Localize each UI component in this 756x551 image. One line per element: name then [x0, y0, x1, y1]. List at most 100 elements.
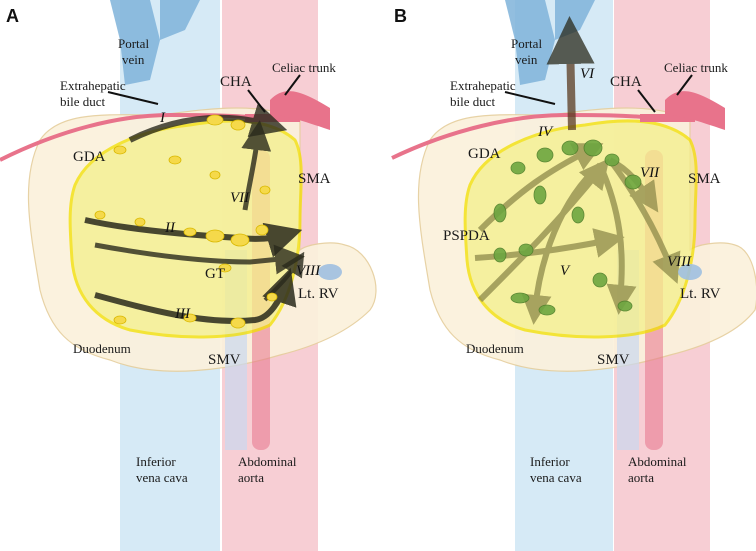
label-portal-vein-b-line1: Portal — [511, 36, 542, 51]
roman-vi-b: VI — [580, 66, 595, 82]
lymph-node — [183, 227, 197, 237]
lymph-nodes-b — [493, 139, 642, 316]
lymph-node — [255, 224, 269, 236]
portal-vein-a — [110, 0, 160, 85]
label-bile-duct-b-line1: Extrahepatic — [450, 78, 516, 93]
lymph-node — [134, 217, 146, 227]
lymph-node — [259, 185, 271, 195]
arrow-route-v-b — [474, 228, 625, 261]
lymph-node — [617, 300, 633, 312]
label-portal-vein-b-line2: vein — [515, 52, 538, 67]
lymph-node — [218, 263, 232, 273]
label-aorta-b-line2: aorta — [628, 470, 654, 485]
label-aorta-line1: Abdominal — [238, 454, 297, 469]
celiac-trunk-a — [270, 91, 330, 130]
lymph-node — [538, 304, 556, 316]
roman-ii-a: II — [164, 220, 176, 236]
label-ivc-line2: vena cava — [136, 470, 188, 485]
label-gda: GDA — [73, 149, 106, 165]
leader-celiac-a — [284, 74, 301, 96]
lymph-node — [168, 155, 182, 165]
label-aorta-b-line1: Abdominal — [628, 454, 687, 469]
lymph-node — [183, 313, 197, 323]
label-duodenum-b: Duodenum — [466, 341, 524, 356]
label-gt: GT — [205, 266, 225, 282]
arrow-route-iv — [477, 143, 604, 233]
lymph-nodes-a — [94, 114, 278, 329]
panel-a: A Portal vein Celiac trunk Extrahepatic … — [0, 0, 377, 551]
lymph-node — [510, 292, 530, 304]
label-cha-b: CHA — [610, 74, 642, 90]
lymph-node — [493, 203, 507, 223]
lt-rv-a — [318, 264, 342, 280]
lymph-node — [94, 210, 106, 220]
arrow-route-ii-b — [94, 242, 305, 275]
lymph-node — [536, 147, 554, 163]
label-ivc-b-line1: Inferior — [530, 454, 570, 469]
leader-bile-duct-a — [107, 91, 159, 105]
lymph-node — [571, 206, 585, 224]
lymph-node — [561, 140, 579, 156]
lymph-node — [624, 174, 642, 190]
lymph-node — [266, 292, 278, 302]
gda-artery-b — [391, 112, 656, 160]
label-celiac-trunk: Celiac trunk — [272, 60, 336, 75]
roman-vii-a: VII — [230, 190, 250, 206]
arrow-route-vii — [241, 120, 272, 211]
label-sma: SMA — [298, 171, 331, 187]
panel-letter-b: B — [394, 6, 407, 26]
label-ivc-b-line2: vena cava — [530, 470, 582, 485]
label-aorta-line2: aorta — [238, 470, 264, 485]
leader-cha-b — [637, 89, 656, 113]
roman-viii-b: VIII — [667, 254, 692, 270]
portal-vein-b — [505, 0, 555, 85]
lymph-node — [592, 272, 608, 288]
arrow-route-v-c — [597, 163, 637, 315]
label-ivc-line1: Inferior — [136, 454, 176, 469]
label-pspda: PSPDA — [443, 228, 490, 244]
label-portal-vein-line2: vein — [122, 52, 145, 67]
leader-bile-duct-b — [504, 91, 556, 105]
lymph-node — [510, 161, 526, 175]
lymph-node — [604, 153, 620, 167]
lt-rv-b — [678, 264, 702, 280]
lymph-node — [533, 185, 547, 205]
lymph-node — [230, 233, 250, 247]
label-portal-vein-line1: Portal — [118, 36, 149, 51]
lymph-node — [205, 229, 225, 243]
panel-b: B Portal vein Celiac trunk Extrahepatic … — [391, 0, 756, 551]
label-bile-duct-line1: Extrahepatic — [60, 78, 126, 93]
roman-i-a: I — [159, 110, 166, 126]
arrow-route-viii-b — [607, 158, 681, 284]
portal-vein-branch-a — [160, 0, 200, 40]
lymph-node — [206, 114, 224, 126]
leader-celiac-b — [676, 74, 693, 96]
label-smv: SMV — [208, 352, 241, 368]
label-celiac-trunk-b: Celiac trunk — [664, 60, 728, 75]
arrow-route-v-d — [521, 162, 602, 325]
lymph-node — [113, 145, 127, 155]
celiac-trunk-b — [665, 91, 725, 130]
lymph-node — [230, 317, 246, 329]
roman-iv-b: IV — [537, 124, 554, 140]
lymph-node — [493, 247, 507, 263]
label-lt-rv: Lt. RV — [298, 286, 339, 302]
lymph-node — [583, 139, 603, 157]
lymph-node — [230, 119, 246, 131]
label-cha: CHA — [220, 74, 252, 90]
label-lt-rv-b: Lt. RV — [680, 286, 721, 302]
lymph-node — [518, 243, 534, 257]
roman-vii-b: VII — [640, 165, 660, 181]
leader-cha-a — [247, 89, 266, 113]
panel-letter-a: A — [6, 6, 19, 26]
roman-viii-a: VIII — [296, 263, 321, 279]
label-bile-duct-line2: bile duct — [60, 94, 106, 109]
label-sma-b: SMA — [688, 171, 721, 187]
roman-v-b: V — [560, 263, 571, 279]
label-bile-duct-b-line2: bile duct — [450, 94, 496, 109]
lymph-node — [209, 170, 221, 180]
arrow-route-v-a — [477, 158, 610, 303]
label-gda-b: GDA — [468, 146, 501, 162]
